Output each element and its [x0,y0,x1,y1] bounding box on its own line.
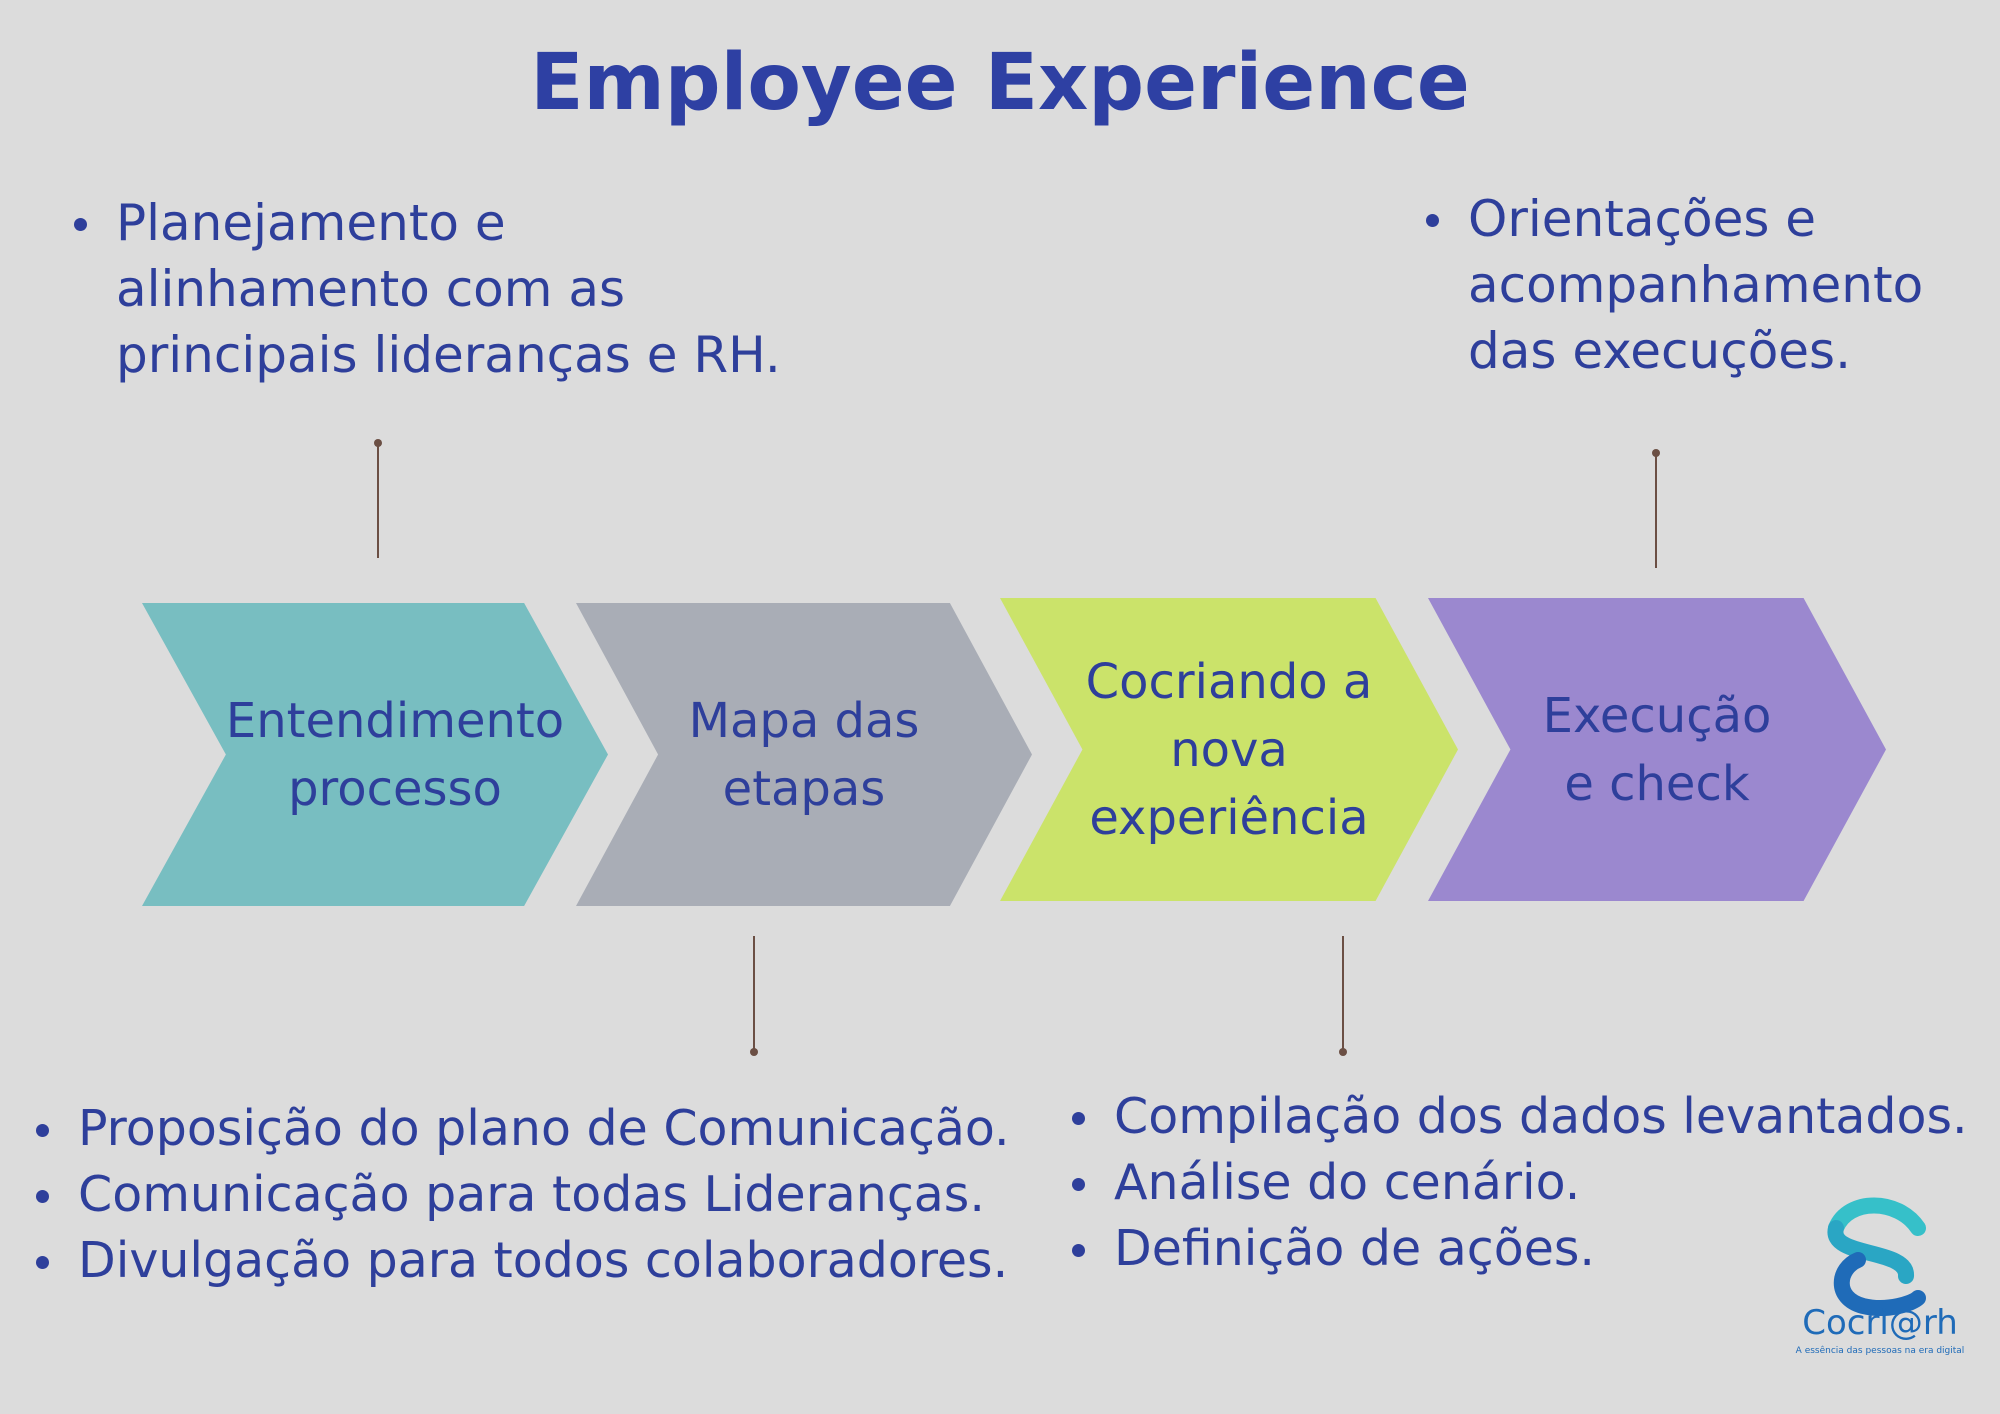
step-cocreating: Cocriando a nova experiência [1000,598,1458,901]
connector-dot [750,1048,758,1056]
note-communication: Proposição do plano de Comunicação. Comu… [30,1096,1030,1294]
note-item: Compilação dos dados levantados. [1066,1084,1986,1150]
page-title: Employee Experience [530,38,1470,128]
connector-step-3 [1339,936,1347,1056]
connector-step-4 [1652,449,1660,568]
logo-tagline: A essência das pessoas na era digital [1795,1346,1965,1356]
note-item: Proposição do plano de Comunicação. [30,1096,1030,1162]
connector-step-1 [374,439,382,558]
connector-dot [1652,449,1660,457]
note-item: Análise do cenário. [1066,1150,1986,1216]
note-item: Orientações e acompanhamento das execuçõ… [1420,186,1980,384]
logo-name: Cocri@rh [1802,1303,1958,1343]
step-label: Mapa das etapas [688,692,920,817]
connector-dot [374,439,382,447]
note-item: Divulgação para todos colaboradores. [30,1228,1030,1294]
step-label: Cocriando a nova experiência [1085,653,1373,846]
step-understanding: Entendimento processo [142,603,608,906]
connector-dot [1339,1048,1347,1056]
step-map: Mapa das etapas [576,603,1032,906]
cocriarh-logo-icon [1827,1197,1926,1316]
step-label: Execução e check [1542,687,1772,812]
note-item: Comunicação para todas Lideranças. [30,1162,1030,1228]
note-guidance: Orientações e acompanhamento das execuçõ… [1420,186,1980,384]
note-planning: Planejamento e alinhamento com as princi… [68,190,788,388]
note-item: Planejamento e alinhamento com as princi… [68,190,788,388]
connector-step-2 [750,936,758,1056]
step-execution: Execução e check [1428,598,1886,901]
note-compilation: Compilação dos dados levantados. Análise… [1066,1084,1986,1282]
note-item: Definição de ações. [1066,1216,1986,1282]
step-label: Entendimento processo [225,692,565,817]
